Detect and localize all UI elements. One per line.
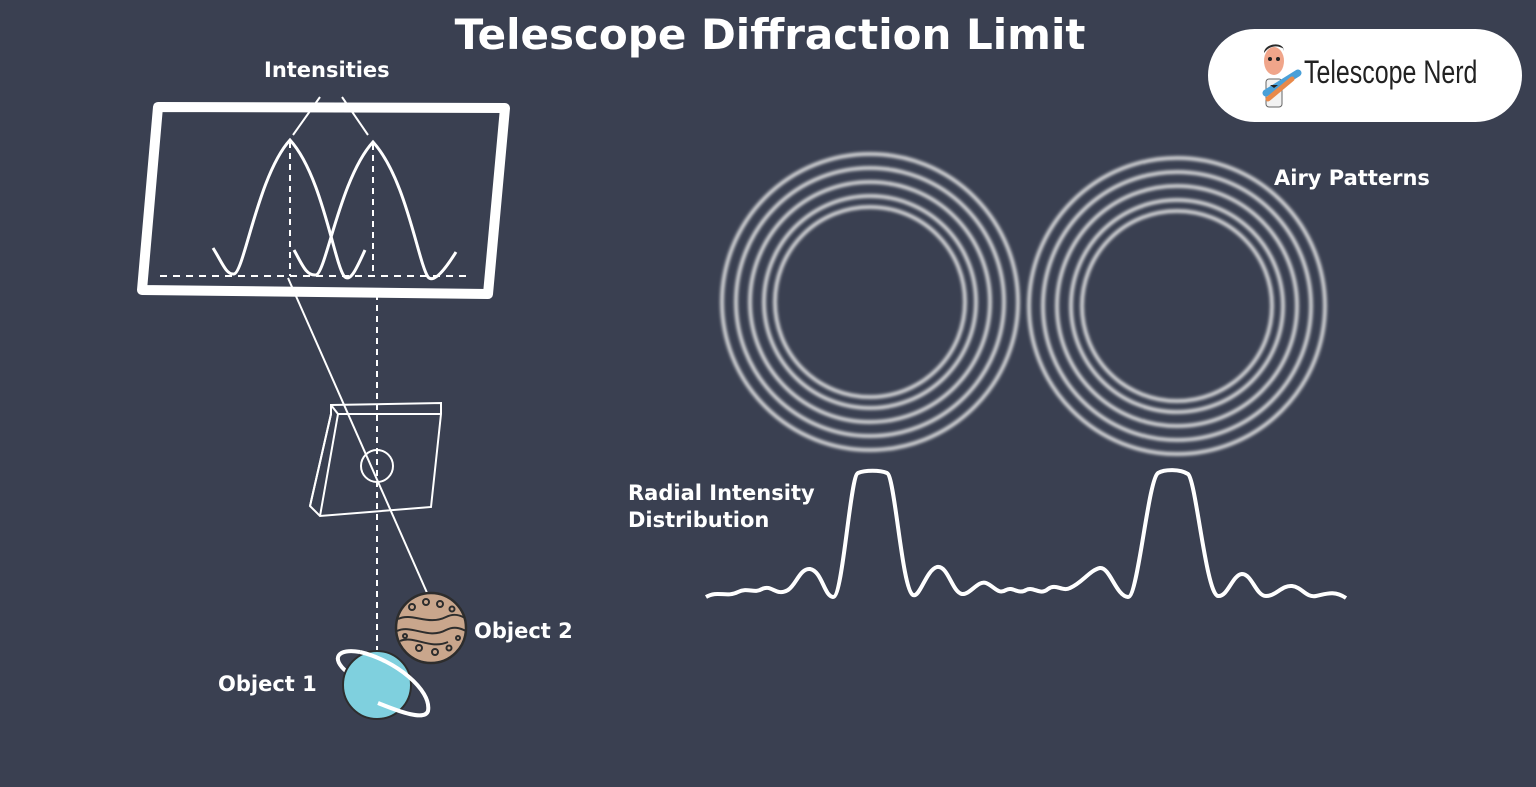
- intensity-curve-object2: [292, 139, 458, 281]
- peak-markers: [289, 142, 374, 276]
- object1-planet: [335, 649, 431, 720]
- object2-planet: [394, 591, 468, 665]
- radial-intensity-label-line2: Distribution: [628, 508, 770, 532]
- brand-logo[interactable]: Telescope Nerd: [1208, 29, 1522, 122]
- radial-intensity-label-line1: Radial Intensity: [628, 481, 815, 505]
- detector-screen: [137, 102, 510, 299]
- mascot-icon: [1262, 44, 1302, 108]
- airy-pattern-left: [720, 152, 1020, 452]
- object1-label: Object 1: [218, 672, 317, 696]
- object2-label: Object 2: [474, 619, 573, 643]
- airy-pattern-right: [1027, 156, 1327, 456]
- intensities-label: Intensities: [264, 58, 390, 82]
- intensity-curve-object1: [211, 137, 367, 280]
- light-path-object2: [287, 277, 429, 596]
- radial-intensity-curve: [704, 468, 1348, 600]
- aperture-block: [308, 401, 442, 518]
- page-title: Telescope Diffraction Limit: [454, 10, 1086, 59]
- brand-name: Telescope Nerd: [1304, 54, 1478, 90]
- aperture-opening: [360, 449, 394, 483]
- airy-patterns-label: Airy Patterns: [1274, 166, 1430, 190]
